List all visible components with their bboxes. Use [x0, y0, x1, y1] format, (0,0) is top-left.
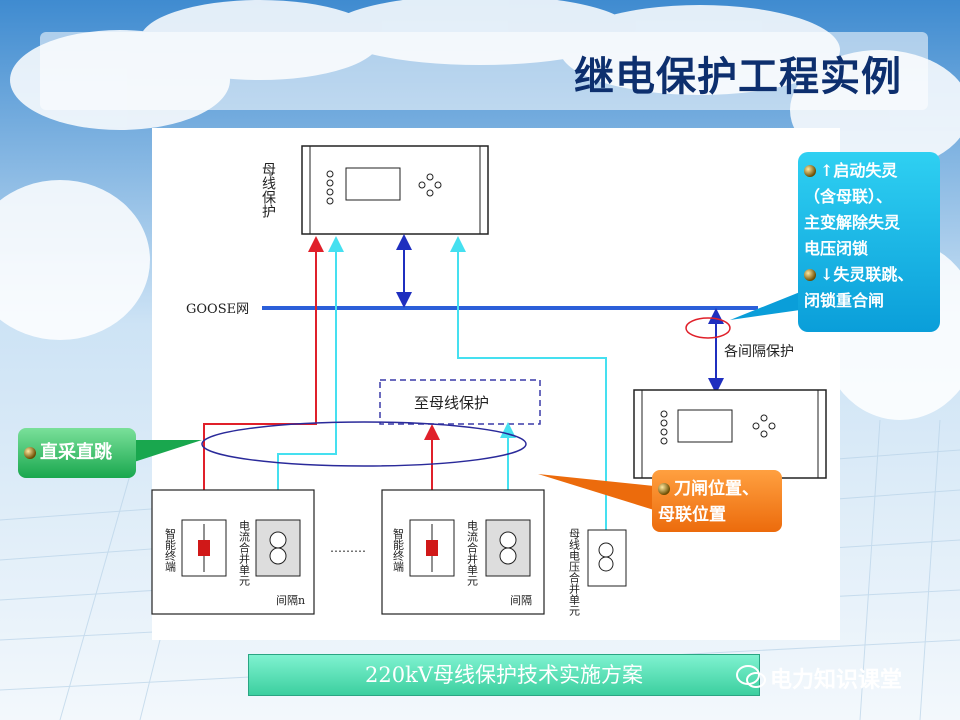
callout-text: 直采直跳 [40, 442, 112, 463]
callout-text: ↓失灵联跳、 [820, 265, 914, 284]
goose-label: GOOSE网 [186, 302, 249, 317]
slide-title: 继电保护工程实例 [574, 54, 902, 100]
bay-ellipsis: ……… [330, 541, 366, 555]
voltage-merging-unit-label: 母线电压合并单元 [568, 528, 581, 616]
goose-callout: ↑启动失灵 （含母联）、 主变解除失灵 电压闭锁 ↓失灵联跳、 闭锁重合闸 [798, 152, 940, 332]
switch-position-callout: 刀闸位置、 母联位置 [652, 470, 782, 532]
smart-terminal-1-label: 智能终端 [164, 527, 177, 573]
title-bar [40, 32, 928, 110]
watermark-text: 电力知识课堂 [770, 668, 903, 693]
bullet-icon [658, 483, 670, 495]
bay-protection-label: 各间隔保护 [724, 344, 794, 360]
to-bus-protection-box [379, 379, 541, 425]
callout-text: 刀闸位置、 [674, 479, 759, 499]
callout-text: 主变解除失灵 [804, 213, 901, 232]
caption-bar: 220kV母线保护技术实施方案 [248, 654, 760, 696]
wechat-icon [736, 665, 766, 688]
smart-terminal-2-relay [426, 540, 438, 556]
callout-text: 母联位置 [658, 505, 726, 525]
right-callout-pointer [730, 292, 800, 320]
direct-sampling-callout: 直采直跳 [18, 428, 136, 478]
bay-label-2: 间隔 [510, 594, 532, 607]
bay-label-1: 间隔n [276, 594, 305, 607]
merging-unit-1-label: 电流合并单元 [238, 520, 251, 586]
direct-sampling-ellipse [201, 421, 527, 467]
cyan-voltage-line [450, 236, 607, 530]
left-callout-pointer [134, 440, 202, 462]
bay-protection-device [633, 389, 827, 479]
callout-text: 电压闭锁 [804, 239, 869, 258]
goose-highlight-ellipse [685, 317, 731, 339]
bullet-icon [24, 447, 36, 459]
bottom-callout-pointer [538, 474, 654, 510]
bullet-icon [804, 269, 816, 281]
callout-text: ↑启动失灵 [820, 161, 898, 180]
smart-terminal-2-label: 智能终端 [392, 527, 405, 573]
red-trip-line-1 [203, 236, 324, 508]
cyan-sample-line-1 [277, 236, 344, 520]
merging-unit-2-label: 电流合并单元 [466, 520, 479, 586]
smart-terminal-1-relay [198, 540, 210, 556]
callout-text: 闭锁重合闸 [804, 291, 885, 310]
bus-protection-device [301, 145, 489, 235]
bus-protection-label: 母线保护 [260, 162, 276, 219]
to-bus-protection-label: 至母线保护 [414, 394, 489, 412]
bullet-icon [804, 165, 816, 177]
callout-text: （含母联）、 [804, 187, 893, 206]
